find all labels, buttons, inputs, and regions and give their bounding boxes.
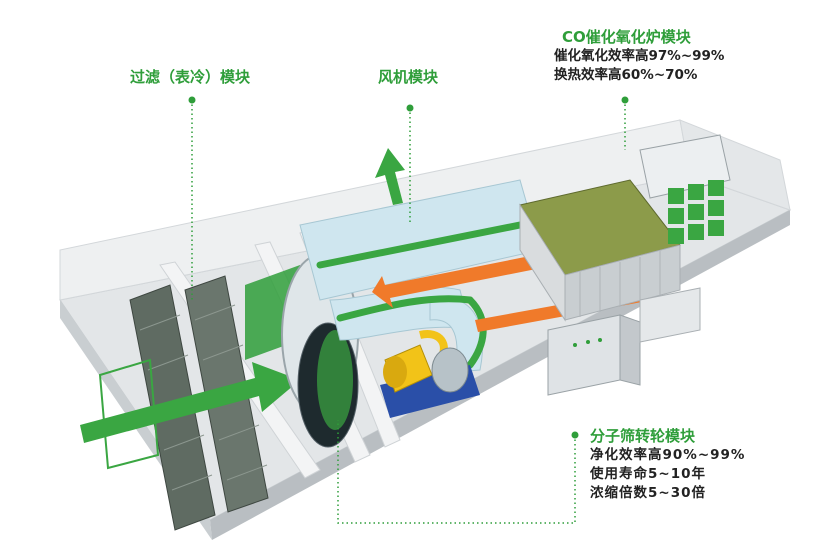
callout-leaders — [191, 100, 626, 524]
co-oxidizer-spec-heat-exchange: 换热效率高60%~70% — [554, 67, 698, 83]
zeolite-rotor-label: 分子筛转轮模块 — [590, 427, 696, 445]
control-cabinet — [547, 287, 701, 396]
exhaust-arrow — [375, 148, 405, 205]
inlet-airflow-arrow — [80, 362, 300, 443]
co-oxidizer-specs: 催化氧化效率高97%~99% 换热效率高60%~70% — [554, 47, 724, 85]
co-oxidizer-label: CO催化氧化炉模块 — [562, 28, 691, 46]
fan-module-label: 风机模块 — [378, 68, 439, 86]
fan-unit — [380, 330, 480, 418]
co-oxidizer-spec-efficiency: 催化氧化效率高97%~99% — [554, 48, 725, 64]
filter-module-label: 过滤（表冷）模块 — [130, 68, 251, 86]
zeolite-rotor-specs: 净化效率高90%~99% 使用寿命5~10年 浓缩倍数5~30倍 — [590, 446, 745, 503]
zeolite-rotor-spec-lifetime: 使用寿命5~10年 — [590, 466, 706, 482]
callout-dots — [188, 96, 629, 439]
zeolite-rotor-spec-efficiency: 净化效率高90%~99% — [590, 447, 746, 463]
zeolite-rotor-spec-concentration: 浓缩倍数5~30倍 — [590, 485, 706, 501]
co-oxidizer-unit — [519, 134, 731, 322]
